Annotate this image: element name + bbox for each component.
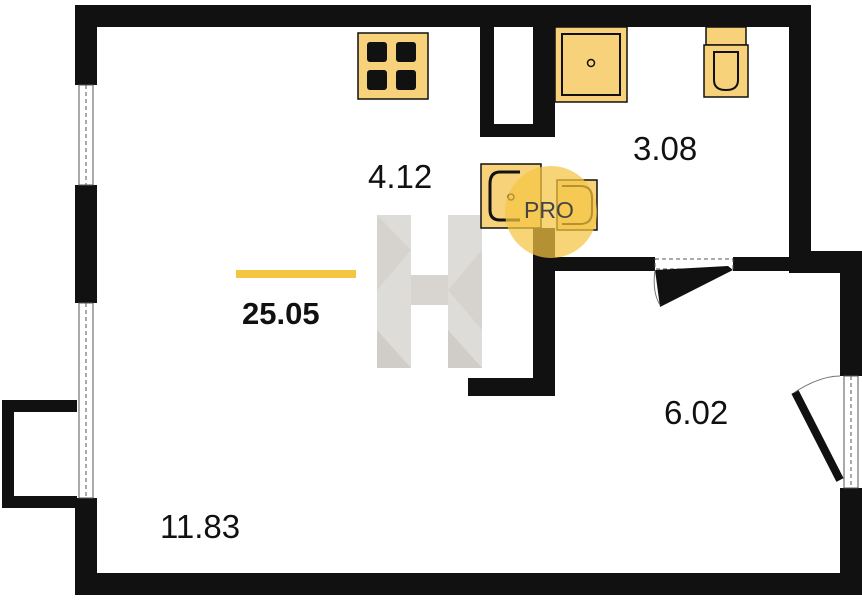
wall-right-lower bbox=[840, 488, 862, 595]
niche-wall-bottom bbox=[480, 124, 555, 137]
wall-right-upper bbox=[840, 251, 862, 376]
hall-area-label: 6.02 bbox=[664, 394, 729, 431]
pro-badge bbox=[505, 166, 597, 258]
total-area-bar bbox=[236, 270, 356, 278]
toilet bbox=[703, 26, 749, 98]
wall-bottom bbox=[75, 573, 862, 595]
living-area-label: 11.83 bbox=[160, 508, 241, 545]
niche-wall-left bbox=[480, 5, 494, 137]
bath-wall-bottom-a bbox=[533, 257, 655, 271]
kitchen-area-label: 4.12 bbox=[368, 158, 433, 195]
bath-wall-bottom-b bbox=[733, 257, 811, 271]
balcony-top bbox=[2, 400, 77, 412]
windows bbox=[78, 84, 859, 499]
wall-left-lower bbox=[75, 498, 97, 595]
bathroom-area-label: 3.08 bbox=[633, 130, 698, 167]
kitchen-partition-bottom bbox=[468, 378, 555, 396]
shower-tray bbox=[554, 26, 628, 103]
watermark-logo bbox=[377, 215, 482, 368]
balcony-bottom bbox=[2, 496, 77, 508]
balcony-left bbox=[2, 400, 14, 508]
entrance-door bbox=[791, 375, 844, 482]
total-area-label: 25.05 bbox=[242, 296, 320, 331]
wall-left-upper bbox=[75, 5, 97, 85]
pro-badge-text: PRO bbox=[524, 197, 574, 223]
wall-left-mid bbox=[75, 185, 97, 303]
stove bbox=[357, 32, 429, 100]
walls bbox=[2, 5, 862, 595]
wall-right-bath bbox=[789, 5, 811, 273]
bath-wall-left bbox=[533, 5, 555, 125]
bathroom-door bbox=[653, 258, 734, 307]
wall-top bbox=[75, 5, 811, 27]
